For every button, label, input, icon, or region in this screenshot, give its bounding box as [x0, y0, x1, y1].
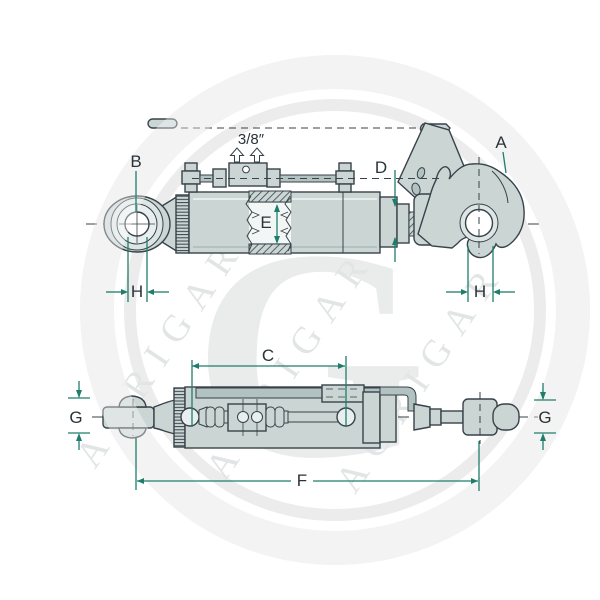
dim-label-c: C [262, 346, 274, 365]
dim-g-left: G [68, 381, 90, 450]
dim-g-right: G [534, 383, 556, 450]
hose-coupler [321, 384, 365, 403]
dim-label-h-right: H [474, 282, 486, 301]
watermark-ring-outer [80, 55, 590, 565]
dim-h-left: H [106, 237, 169, 302]
dim-c: C [191, 346, 347, 427]
dim-label-g-right: G [538, 408, 551, 427]
dim-label-g-left: G [69, 408, 82, 427]
banjo-fitting-right [335, 170, 355, 185]
dim-label-d: D [375, 158, 387, 177]
dim-d: D [375, 158, 398, 262]
hose-elbow [379, 386, 417, 412]
banjo-fitting-left [181, 170, 201, 185]
dim-label-h-left: H [131, 282, 143, 301]
dim-label-a: A [495, 133, 507, 152]
watermark-ring-inner [124, 99, 546, 521]
dim-f: F [135, 438, 480, 491]
dimensions: B 3/8″ D A E H [68, 131, 556, 491]
bore-cutaway-section [245, 190, 292, 255]
linch-pin [147, 118, 178, 129]
internal-mechanism [180, 399, 356, 436]
dim-label-e: E [260, 213, 271, 232]
top-view-hydraulic-top-link [86, 118, 545, 259]
hook-profile [413, 392, 520, 444]
dim-e: E [260, 204, 280, 244]
link-body [180, 384, 417, 449]
port-arrow-icon [249, 147, 265, 163]
hydraulic-hose-assembly [181, 147, 441, 193]
watermark: G AGRIGAR AGRIGAR AGRIGAR [68, 55, 590, 565]
hook-tip [492, 403, 520, 431]
bottom-view-top-link [92, 384, 538, 449]
dim-h-right: H [446, 246, 515, 302]
watermark-overlay-ring [80, 55, 590, 565]
port-size-label: 3/8″ [238, 131, 265, 148]
cylinder-body [188, 190, 420, 255]
claw-hook-end [397, 122, 525, 259]
hook-bracket [379, 393, 397, 443]
ball-eye-profile [102, 387, 186, 448]
port-arrow-icon [229, 147, 245, 163]
dim-label-f: F [297, 471, 307, 490]
ball-eye-end [103, 194, 190, 254]
dim-label-b: B [130, 152, 141, 171]
locknut-knurl [175, 194, 190, 254]
